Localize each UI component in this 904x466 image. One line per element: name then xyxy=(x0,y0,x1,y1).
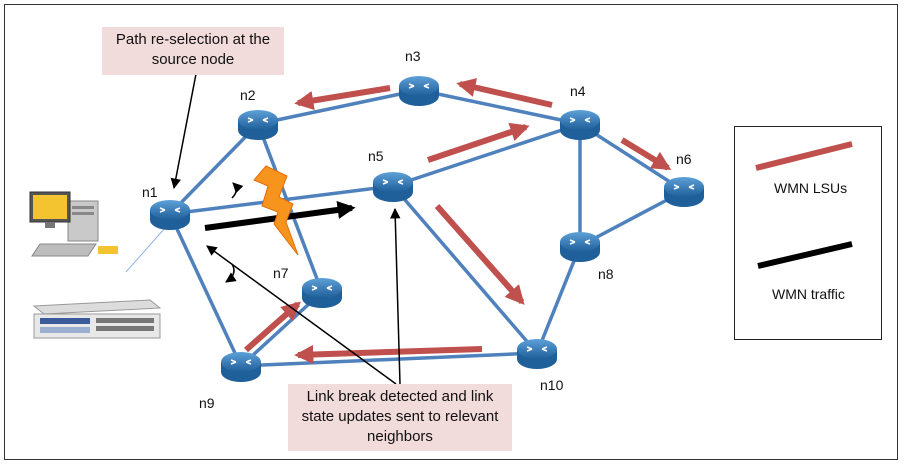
link-n2-n3 xyxy=(257,88,420,126)
diagram-frame xyxy=(4,4,898,460)
router-icon[interactable] xyxy=(238,110,278,140)
router-icon[interactable] xyxy=(302,278,342,308)
node-label-n5: n5 xyxy=(368,148,384,164)
link-n3-n4 xyxy=(418,88,581,126)
callout-path-reselection: Path re-selection at the source node xyxy=(102,27,284,75)
legend xyxy=(734,126,882,340)
node-label-n6: n6 xyxy=(676,151,692,167)
lsu-arrow xyxy=(620,137,672,171)
reroute-arrow-up xyxy=(231,182,244,199)
router-icon[interactable] xyxy=(560,110,600,140)
pointer-to-n1 xyxy=(170,73,197,190)
node-label-n7: n7 xyxy=(273,265,289,281)
host-link xyxy=(125,227,166,273)
callout-link-break: Link break detected and link state updat… xyxy=(288,384,512,451)
link-n1-n2 xyxy=(168,122,260,216)
node-label-n4: n4 xyxy=(570,83,586,99)
legend-lsu-swatch xyxy=(755,141,853,171)
lightning-bolt-icon xyxy=(253,165,299,256)
desktop-computer-icon xyxy=(29,191,118,257)
pointer-to-n1-n9-link xyxy=(206,245,397,385)
router-icon[interactable] xyxy=(150,200,190,230)
reroute-arrow-down xyxy=(225,263,237,283)
node-label-n3: n3 xyxy=(405,48,421,64)
router-icon[interactable] xyxy=(399,76,439,106)
link-n8-n10 xyxy=(535,245,582,354)
link-n4-n6 xyxy=(579,122,685,193)
legend-lsu-label: WMN LSUs xyxy=(774,180,848,196)
server-appliance-icon xyxy=(32,299,162,339)
legend-traffic-label: WMN traffic xyxy=(772,286,845,302)
lsu-arrow xyxy=(294,85,391,111)
router-icon[interactable] xyxy=(373,172,413,202)
lsu-arrow xyxy=(434,204,525,305)
router-icon[interactable] xyxy=(221,352,261,382)
router-icon[interactable] xyxy=(664,177,704,207)
lsu-arrow xyxy=(456,78,553,108)
node-label-n1: n1 xyxy=(142,184,158,200)
lsu-arrows xyxy=(244,78,672,365)
callout-pointers xyxy=(170,73,401,385)
lsu-arrow xyxy=(294,344,483,365)
node-label-n10: n10 xyxy=(540,377,564,393)
pointer-to-n5 xyxy=(390,207,401,385)
router-icon[interactable] xyxy=(560,232,600,262)
mesh-links xyxy=(168,88,685,368)
node-label-n2: n2 xyxy=(240,87,256,103)
link-n9-n10 xyxy=(240,351,538,368)
node-label-n9: n9 xyxy=(199,395,215,411)
node-label-n8: n8 xyxy=(598,266,614,282)
lsu-arrow xyxy=(244,301,301,353)
lsu-arrow xyxy=(427,122,530,163)
link-n5-n10 xyxy=(391,184,539,355)
legend-traffic-swatch xyxy=(757,241,853,269)
link-n4-n5 xyxy=(392,122,581,188)
routers xyxy=(150,76,704,382)
link-n1-n9 xyxy=(168,213,243,367)
router-icon[interactable] xyxy=(517,339,557,369)
